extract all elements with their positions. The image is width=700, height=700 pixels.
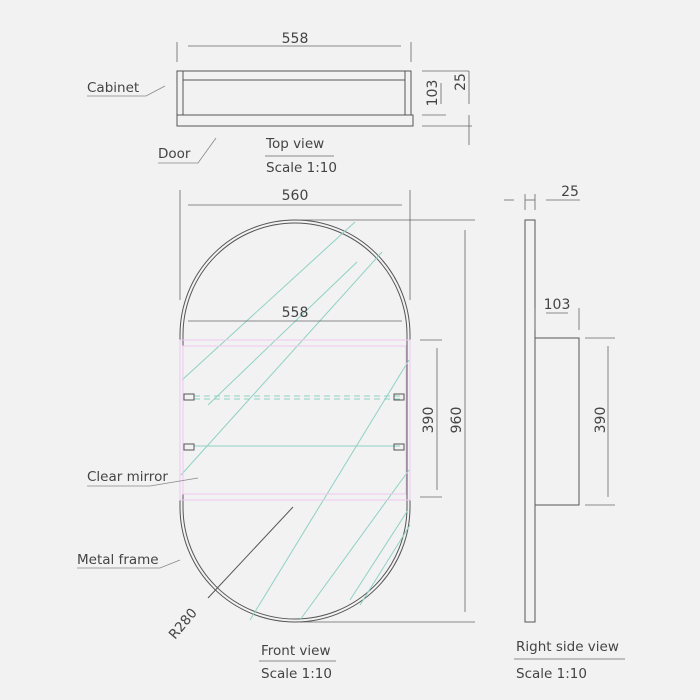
top-width-dim: 558 [282,31,309,47]
cabinet-height-dim: 390 [421,407,437,434]
side-cabinet-height-dim: 390 [593,407,609,434]
side-view-title: Right side view [516,639,619,655]
side-view: 25 103 390 Right side view Scale 1:10 [504,184,625,682]
mirror-reflection-lines [180,221,411,621]
top-cabinet-depth-dim: 103 [425,80,441,107]
top-door-depth-dim: 25 [453,73,469,91]
side-view-scale: Scale 1:10 [516,666,587,682]
label-clear-mirror: Clear mirror [87,469,168,485]
top-view-title: Top view [265,136,324,152]
top-view: 558 103 25 Cabinet Door Top view Scale 1… [87,31,472,176]
door-outline-top [176,114,414,127]
label-door: Door [158,146,191,162]
mirror-frame [179,219,411,623]
cabinet-outline-front [179,339,411,501]
front-view: 560 558 390 960 Clear mirror [77,188,475,682]
door-side [524,219,536,623]
cabinet-width-dim: 558 [282,305,309,321]
top-view-scale: Scale 1:10 [266,160,337,176]
side-cabinet-depth-dim: 103 [544,297,571,313]
front-view-title: Front view [261,643,331,659]
front-view-scale: Scale 1:10 [261,666,332,682]
side-door-depth-dim: 25 [561,184,579,200]
radius-dim: R280 [166,605,201,642]
radius-leader [207,506,294,599]
label-metal-frame: Metal frame [77,552,159,568]
label-cabinet: Cabinet [87,80,139,96]
total-height-dim: 960 [449,407,465,434]
cabinet-outline-top [176,70,412,116]
cabinet-side [534,337,580,506]
front-width-dim: 560 [282,188,309,204]
